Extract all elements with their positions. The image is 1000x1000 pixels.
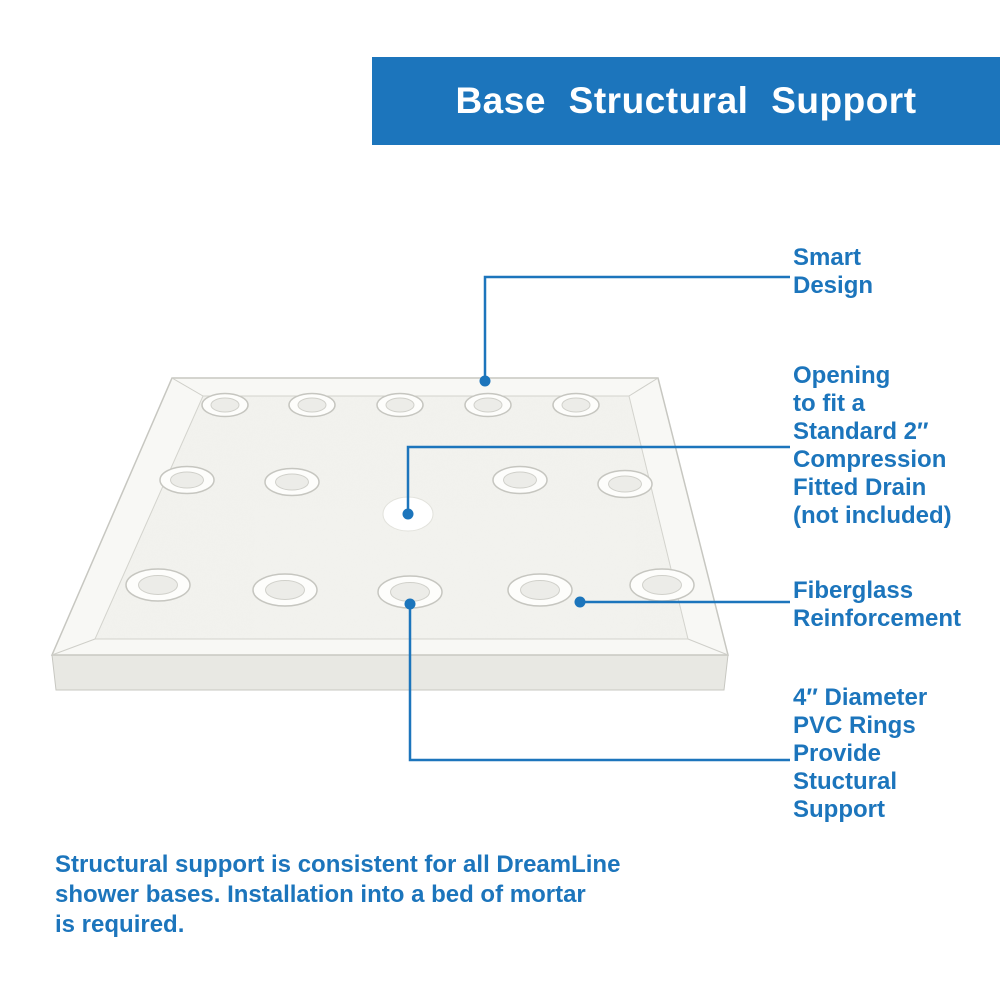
pvc-ring bbox=[492, 465, 548, 495]
pvc-ring bbox=[159, 465, 215, 495]
pvc-ring bbox=[264, 467, 320, 497]
base-front-face bbox=[51, 654, 729, 691]
page-title: Base Structural Support bbox=[455, 80, 917, 121]
pvc-ring bbox=[597, 469, 653, 499]
callout-label-pvc-rings: 4″ Diameter PVC Rings Provide Stuctural … bbox=[793, 684, 928, 823]
shower-base-illustration bbox=[50, 377, 729, 691]
pvc-ring bbox=[629, 568, 695, 602]
pvc-ring bbox=[377, 575, 443, 609]
pvc-ring bbox=[288, 392, 336, 418]
pvc-ring bbox=[252, 573, 318, 607]
pvc-ring-row-top bbox=[201, 392, 600, 418]
pvc-ring bbox=[201, 392, 249, 418]
pvc-ring bbox=[464, 392, 512, 418]
callout-label-smart-design: Smart Design bbox=[793, 244, 874, 299]
drain-opening bbox=[382, 496, 434, 532]
pvc-ring bbox=[552, 392, 600, 418]
callout-label-fiberglass-reinforcement: Fiberglass Reinforcement bbox=[793, 577, 962, 632]
pvc-ring bbox=[125, 568, 191, 602]
pvc-ring bbox=[376, 392, 424, 418]
callout-label-drain-opening: Opening to fit a Standard 2″ Compression… bbox=[793, 362, 952, 529]
pvc-ring-row-bottom bbox=[125, 568, 695, 609]
pvc-ring bbox=[507, 573, 573, 607]
header-banner: Base Structural Support bbox=[372, 57, 1000, 145]
footer-note: Structural support is consistent for all… bbox=[55, 851, 621, 938]
